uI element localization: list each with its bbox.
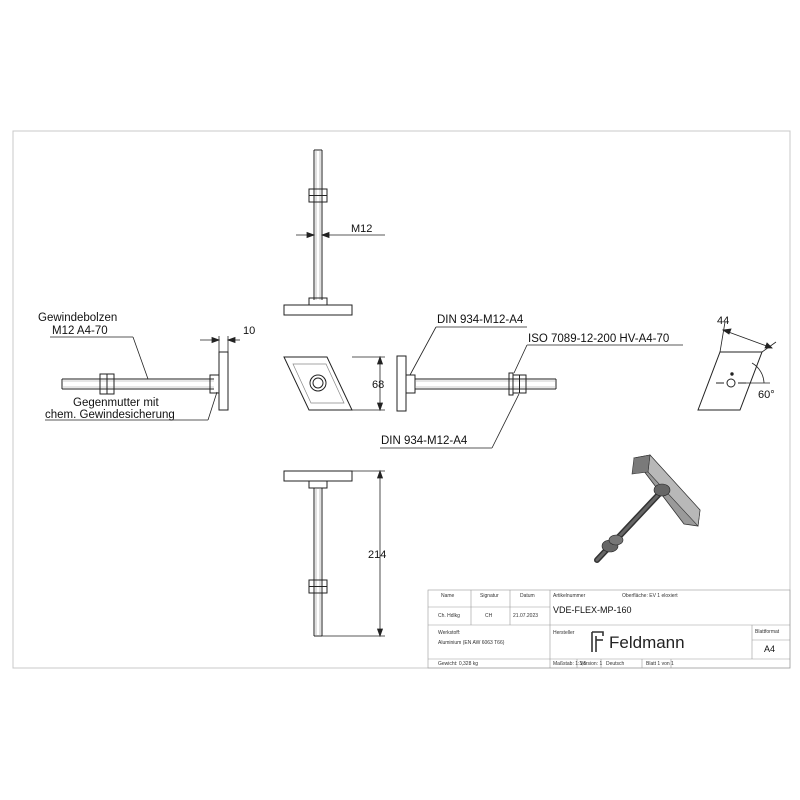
front-view <box>283 356 353 411</box>
tb-col-name: Name <box>441 593 455 599</box>
tb-row-checked: Ch. Hdlkg <box>438 613 460 619</box>
feldmann-logo-icon <box>591 631 604 652</box>
tb-version: Version: 1 <box>580 661 602 667</box>
dim-plate-height-label: 68 <box>372 379 384 391</box>
dim-plate-thickness-label: 10 <box>243 325 255 337</box>
side-view-right <box>396 355 557 412</box>
tb-article-number: VDE-FLEX-MP-160 <box>553 605 632 615</box>
sheet-frame <box>12 130 791 669</box>
label-bolt-line1: Gewindebolzen <box>38 312 117 324</box>
leader-nut-bottom <box>380 393 520 449</box>
tb-col-signature: Signatur <box>480 593 499 599</box>
dim-thread <box>296 231 385 239</box>
side-view-left <box>61 351 229 411</box>
dim-angle-label: 60° <box>758 389 775 401</box>
dim-total-length-label: 214 <box>368 549 386 561</box>
tb-weight: Gewicht: 0,328 kg <box>438 661 478 667</box>
tb-col-surface: Oberfläche: EV 1 eloxiert <box>622 593 678 599</box>
tb-company: Feldmann <box>609 633 685 652</box>
leader-nut-top <box>409 326 527 376</box>
label-counter-line1: Gegenmutter mit <box>73 397 159 409</box>
leader-bolt <box>50 336 149 380</box>
dim-plate-width <box>719 321 777 353</box>
leader-counter-nut <box>45 391 218 421</box>
tb-format-label: Blattformat <box>755 629 780 635</box>
bottom-view <box>283 470 353 637</box>
leader-washer <box>513 344 683 374</box>
detail-view <box>697 351 770 411</box>
dim-thread-label: M12 <box>351 223 372 235</box>
label-nut-top: DIN 934-M12-A4 <box>437 314 524 326</box>
isometric-view <box>594 454 701 563</box>
tb-material-label: Werkstoff: <box>438 630 460 636</box>
tb-col-article: Artikelnummer <box>553 593 586 599</box>
dim-plate-height <box>352 355 385 412</box>
tb-scale: Maßstab: 1:3,5 <box>553 661 587 667</box>
tb-row-date: 21.07.2023 <box>513 613 538 619</box>
label-washer: ISO 7089-12-200 HV-A4-70 <box>528 333 669 345</box>
title-block <box>427 589 791 669</box>
dim-plate-thickness <box>200 336 240 352</box>
tb-col-date: Datum <box>520 593 535 599</box>
tb-format-value: A4 <box>764 644 775 654</box>
tb-manufacturer-label: Hersteller <box>553 630 575 636</box>
tb-language: Deutsch <box>606 661 625 667</box>
label-nut-bottom: DIN 934-M12-A4 <box>381 435 468 447</box>
top-view <box>283 149 353 316</box>
label-counter-line2: chem. Gewindesicherung <box>45 409 175 421</box>
tb-material-value: Aluminium (EN AW 6063 T66) <box>438 640 505 646</box>
tb-sheet: Blatt 1 von 1 <box>646 661 674 667</box>
dim-total-length <box>322 469 385 638</box>
label-bolt-line2: M12 A4-70 <box>52 325 108 337</box>
tb-row-initials: CH <box>485 613 493 619</box>
dim-plate-width-label: 44 <box>717 315 729 327</box>
